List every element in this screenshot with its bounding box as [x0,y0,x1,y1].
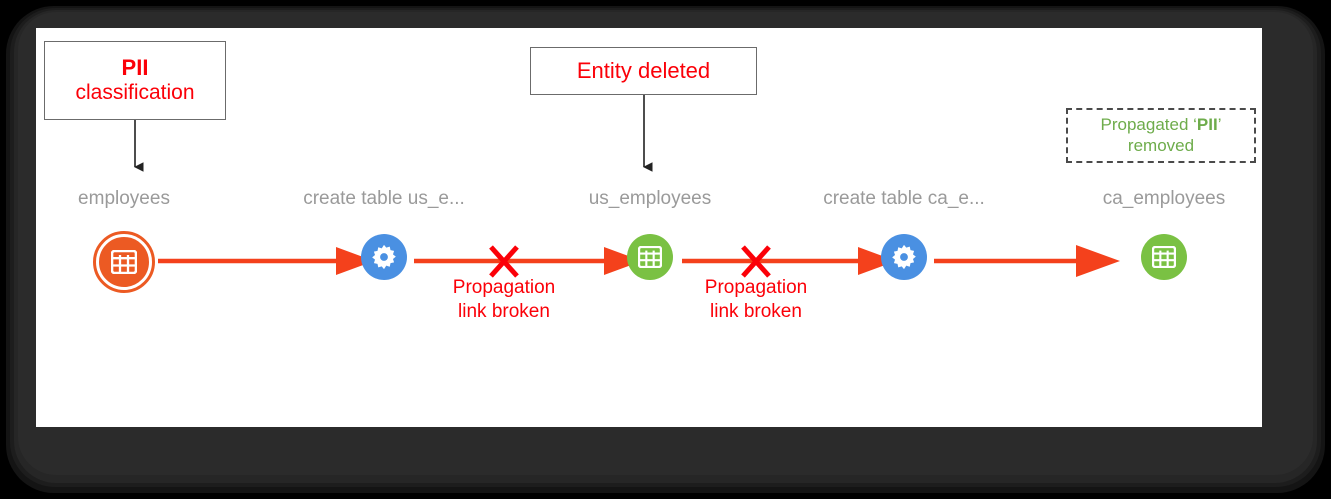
node-employees-circle[interactable] [93,231,155,293]
node-label-us-employees: us_employees [588,188,712,209]
node-ca-employees[interactable] [1141,234,1187,280]
table-icon [1152,246,1176,268]
callout-propagated-pii-removed: Propagated ‘PII’ removed [1066,108,1256,163]
node-label-create-table-us: create table us_e... [303,188,465,209]
callout-entity-deleted-text: Entity deleted [576,58,711,84]
node-create-table-us-circle[interactable] [361,234,407,280]
gear-icon [372,244,396,270]
table-icon [111,250,137,274]
edge-create_us-us_employees [414,245,642,278]
callout-pii-line1: PII [121,55,149,81]
node-us-employees[interactable] [627,234,673,280]
edge-employees-create_us [158,247,374,275]
callout-removed-line1: Propagated ‘PII’ [1101,115,1222,135]
broken-link-label-1-line2: link broken [458,300,550,322]
broken-link-x-icon-1 [489,245,519,278]
broken-link-label-2-line1: Propagation [704,277,808,298]
edge-us_employees-create_ca [682,245,896,278]
callout-pii-classification: PII classification [44,41,226,120]
callout-entity-deleted: Entity deleted [530,47,757,95]
callout-removed-bold: PII [1196,115,1218,135]
broken-link-x-icon-2 [741,245,771,278]
gear-icon [892,244,916,270]
diagram-canvas: PII classification Entity deleted Propag… [36,28,1262,427]
broken-link-label-2-line2: link broken [710,300,802,322]
callout-removed-line2: removed [1127,135,1195,155]
broken-link-label-1-line1: Propagation [452,277,556,298]
callout-removed-suffix: ’ [1217,115,1222,135]
callout-pii-line2: classification [75,81,195,105]
edge-create_ca-ca_employees [934,245,1120,277]
node-create-table-ca[interactable] [881,234,927,280]
node-ca-employees-circle[interactable] [1141,234,1187,280]
node-label-create-table-ca: create table ca_e... [823,188,985,209]
callout-removed-prefix: Propagated ‘ [1100,115,1197,135]
node-employees[interactable] [93,231,155,293]
node-us-employees-circle[interactable] [627,234,673,280]
table-icon [638,246,662,268]
node-create-table-us[interactable] [361,234,407,280]
broken-link-label-1: Propagation link broken [453,276,555,324]
broken-link-label-2: Propagation link broken [705,276,807,324]
node-label-employees: employees [78,188,170,209]
node-label-ca-employees: ca_employees [1102,188,1226,209]
node-create-table-ca-circle[interactable] [881,234,927,280]
